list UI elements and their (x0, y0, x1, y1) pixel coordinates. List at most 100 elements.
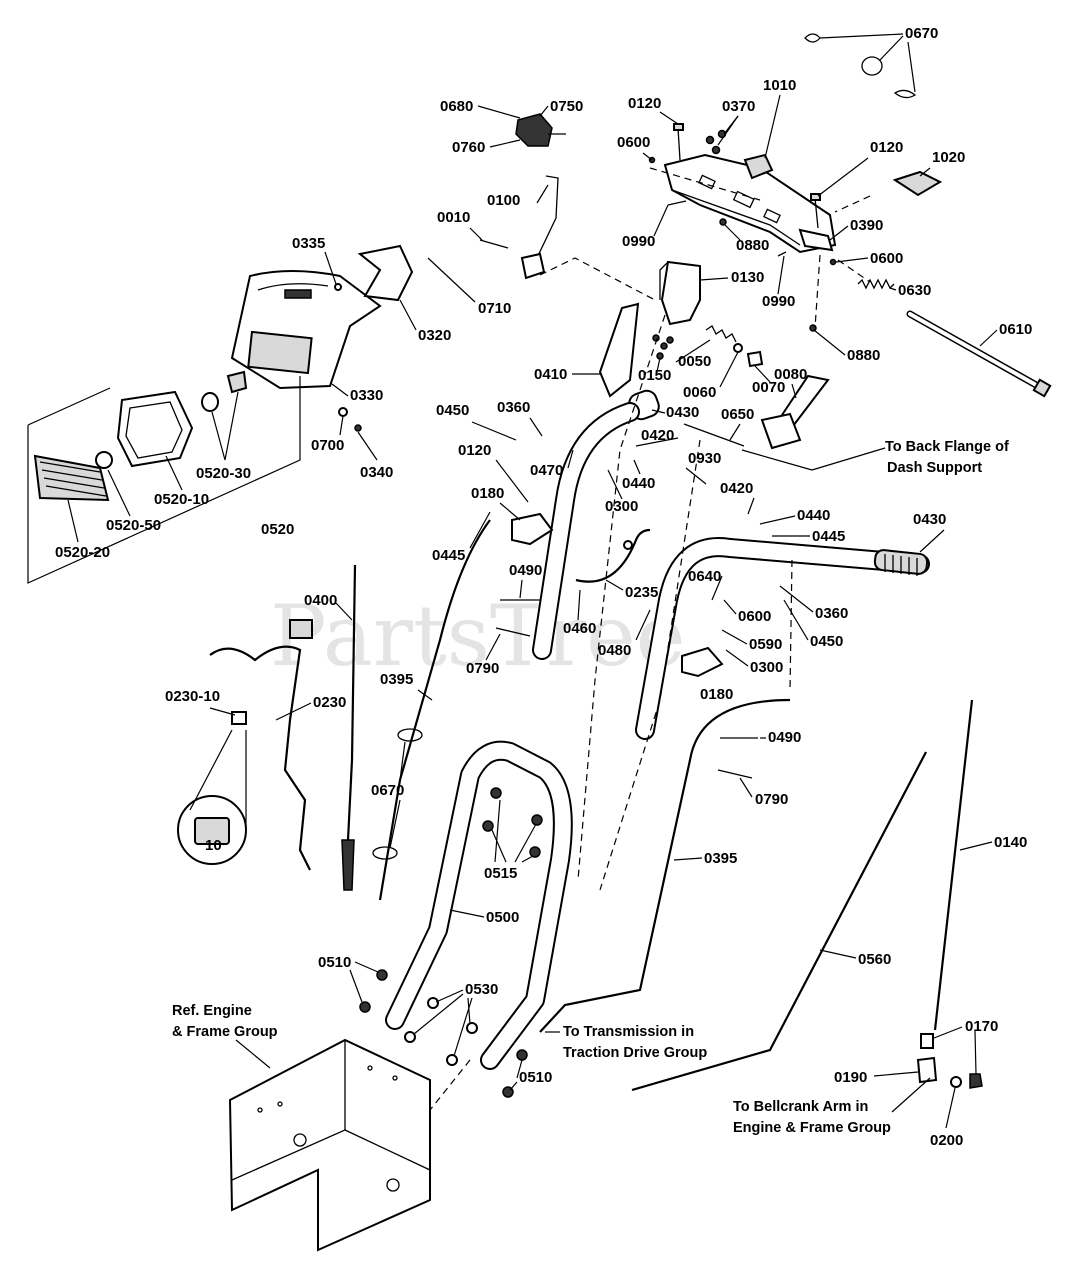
callout-0440: 0440 (622, 475, 655, 492)
callout-0530: 0530 (465, 981, 498, 998)
callout-1010: 1010 (763, 77, 796, 94)
cable-guide-0180-b (681, 646, 724, 678)
callout-0170: 0170 (965, 1018, 998, 1035)
callout-0445: 0445 (432, 547, 465, 564)
light-housing-0330 (230, 270, 382, 390)
callout-0630: 0630 (898, 282, 931, 299)
rod-0140 (933, 699, 974, 1031)
nut-0235 (623, 540, 633, 550)
note-transmission-2: Traction Drive Group (563, 1045, 707, 1061)
callout-0360: 0360 (815, 605, 848, 622)
callout-0600: 0600 (738, 608, 771, 625)
nut-0700 (338, 407, 348, 417)
callout-0060: 0060 (683, 384, 716, 401)
nuts-0515 (482, 787, 543, 858)
rod-0650 (683, 423, 745, 447)
callout-0500: 0500 (486, 909, 519, 926)
control-knob-0680 (515, 113, 566, 147)
callout-0200: 0200 (930, 1132, 963, 1149)
callout-0470: 0470 (530, 462, 563, 479)
lever-0100 (479, 175, 559, 280)
callout-0230: 0230 (313, 694, 346, 711)
spring-0400 (341, 839, 355, 891)
connector-0400-plug (289, 619, 313, 639)
group-bracket-0520 (27, 376, 301, 584)
cable-0400 (346, 564, 357, 841)
note-back-flange-1: To Back Flange of (885, 439, 1009, 455)
upper-handle-0480 (635, 537, 930, 740)
bolt-0790-a (495, 627, 531, 637)
callout-0600: 0600 (870, 250, 903, 267)
callout-0340: 0340 (360, 464, 393, 481)
callout-0640: 0640 (688, 568, 721, 585)
callout-0230-10: 0230-10 (165, 688, 220, 705)
callout-0790: 0790 (755, 791, 788, 808)
shield-0320 (357, 244, 414, 302)
callout-0680: 0680 (440, 98, 473, 115)
cable-0395-left (378, 519, 491, 901)
callout-0445: 0445 (812, 528, 845, 545)
callout-0650: 0650 (721, 406, 754, 423)
harness-0230 (209, 645, 311, 871)
callout-0510: 0510 (519, 1069, 552, 1086)
callout-0520-10: 0520-10 (154, 491, 209, 508)
callout-0480: 0480 (598, 642, 631, 659)
note-transmission-1: To Transmission in (563, 1024, 694, 1040)
clip-0335 (334, 283, 342, 291)
callout-0490: 0490 (768, 729, 801, 746)
note-bellcrank-1: To Bellcrank Arm in (733, 1099, 868, 1115)
callout-0180: 0180 (471, 485, 504, 502)
callout-0510: 0510 (318, 954, 351, 971)
grip-0430-right (873, 549, 929, 576)
callout-0450: 0450 (436, 402, 469, 419)
callout-0880: 0880 (847, 347, 880, 364)
bulb-0520-50 (95, 451, 113, 469)
note-engine-frame-1: Ref. Engine (172, 1003, 252, 1019)
callout-0760: 0760 (452, 139, 485, 156)
callout-0520-20: 0520-20 (55, 544, 110, 561)
callout-0190: 0190 (834, 1069, 867, 1086)
screw-0340 (354, 424, 362, 432)
callout-0395: 0395 (704, 850, 737, 867)
lamp-0520-10 (116, 390, 194, 468)
cable-tie-0670-b (372, 846, 398, 860)
washer-0200 (950, 1076, 962, 1088)
callout-0750: 0750 (550, 98, 583, 115)
chute-crank-0080 (760, 374, 830, 450)
rod-0460 (575, 528, 651, 583)
callout-0710: 0710 (478, 300, 511, 317)
nuts-0510 (359, 969, 528, 1098)
bracket-0130 (659, 260, 701, 326)
callout-0520-50: 0520-50 (106, 517, 161, 534)
callout-0670: 0670 (905, 25, 938, 42)
watermark: PartsTree (270, 587, 685, 685)
cable-0395-right (539, 698, 791, 1033)
callout-0130: 0130 (731, 269, 764, 286)
callout-0300: 0300 (750, 659, 783, 676)
callout-0010: 0010 (437, 209, 470, 226)
callout-labels: 0670 1010 0120 0370 0680 0750 0760 0600 … (55, 25, 1032, 1149)
cable-clip-0670-top (804, 33, 917, 99)
callout-0400: 0400 (304, 592, 337, 609)
bolt-0790-b (717, 769, 753, 779)
callout-0590: 0590 (749, 636, 782, 653)
socket-0520-30 (201, 370, 248, 412)
nut-0200 (969, 1073, 983, 1089)
ferrule-0170 (920, 1033, 934, 1049)
callout-0880: 0880 (736, 237, 769, 254)
callout-0430: 0430 (666, 404, 699, 421)
upper-handle-0470 (532, 402, 640, 660)
callout-0990: 0990 (762, 293, 795, 310)
callout-0520: 0520 (261, 521, 294, 538)
engine-frame (228, 1038, 431, 1252)
bolts-0530 (404, 997, 478, 1066)
notes: To Back Flange of Dash Support Ref. Engi… (172, 439, 1009, 1136)
cable-tie-0670-a (397, 728, 423, 742)
callout-0070: 0070 (752, 379, 785, 396)
lens-0520-20 (33, 454, 110, 502)
callout-1020: 1020 (932, 149, 965, 166)
note-bellcrank-2: Engine & Frame Group (733, 1120, 891, 1136)
callout-0420: 0420 (720, 480, 753, 497)
callout-0930: 0930 (688, 450, 721, 467)
callout-0440: 0440 (797, 507, 830, 524)
